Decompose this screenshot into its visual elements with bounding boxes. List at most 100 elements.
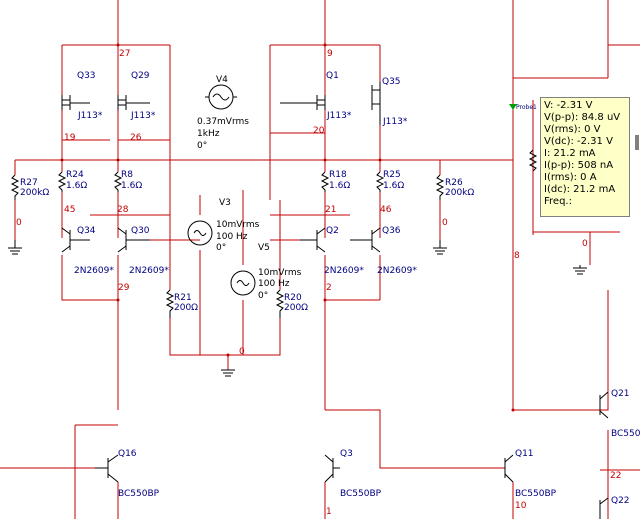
source-v3-symbol: [187, 220, 213, 246]
r18-value: 1.6Ω: [329, 181, 350, 191]
q3-ref: Q3: [340, 449, 353, 459]
bjt-q36-symbol: [350, 227, 381, 253]
q30-model: 2N2609*: [129, 266, 169, 276]
resistor-r20-symbol: [275, 289, 285, 318]
probe-line-vpp: V(p-p): 84.8 uV: [544, 112, 621, 123]
resistor-r26-symbol: [435, 174, 445, 200]
resistor-r27-symbol: [10, 174, 20, 200]
net-27: 27: [119, 49, 130, 59]
q1-ref: Q1: [326, 71, 339, 81]
components: [8, 82, 639, 519]
v5-freq: 100 Hz: [258, 279, 290, 289]
net-46: 46: [380, 205, 392, 215]
r25-ref: R25: [383, 170, 401, 180]
r8-ref: R8: [121, 170, 133, 180]
resistor-probe-symbol: [528, 149, 538, 172]
v5-ref: V5: [258, 243, 270, 253]
q1-model: J113*: [326, 111, 352, 121]
probe-readout-panel[interactable]: V: -2.31 V V(p-p): 84.8 uV V(rms): 0 V V…: [540, 97, 630, 217]
bjt-q2-symbol: [300, 227, 326, 253]
r27-value: 200kΩ: [20, 188, 49, 198]
q34-model: 2N2609*: [74, 266, 114, 276]
q3-model: BC550BP: [340, 489, 382, 499]
v5-phase: 0°: [258, 291, 268, 301]
probe-line-freq: Freq.:: [544, 196, 572, 207]
resistor-r8-symbol: [113, 171, 123, 192]
q16-ref: Q16: [118, 449, 137, 459]
net-8: 8: [514, 251, 520, 261]
net-0-left: 0: [16, 218, 22, 228]
bjt-q30-symbol: [117, 227, 150, 253]
resistor-r21-symbol: [165, 289, 175, 318]
resistor-r25-symbol: [375, 171, 385, 192]
jfet-q29-symbol: [117, 95, 150, 110]
jfet-q1-symbol: [280, 95, 326, 110]
net-0-mid: 0: [239, 347, 245, 357]
r18-ref: R18: [329, 170, 347, 180]
q36-model: 2N2609*: [377, 266, 417, 276]
r26-ref: R26: [445, 178, 463, 188]
q21-ref: Q21: [611, 389, 630, 399]
r21-value: 200Ω: [174, 303, 198, 313]
q36-ref: Q36: [382, 226, 401, 236]
q29-model: J113*: [130, 111, 156, 121]
jfet-q35-symbol: [371, 82, 381, 125]
v4-freq: 1kHz: [197, 129, 220, 139]
q35-ref: Q35: [382, 77, 401, 87]
bjt-q16-symbol: [95, 454, 119, 483]
q29-ref: Q29: [131, 71, 150, 81]
q22-ref: Q22: [611, 496, 630, 506]
net-45: 45: [64, 205, 75, 215]
ground-left-symbol: [8, 240, 22, 255]
probe-line-idc: I(dc): 21.2 mA: [544, 184, 616, 195]
bjt-q21-symbol: [599, 391, 609, 419]
resistor-r24-symbol: [57, 171, 67, 192]
r26-value: 200kΩ: [445, 188, 474, 198]
r21-ref: R21: [174, 293, 192, 303]
r24-ref: R24: [66, 170, 84, 180]
v3-ref: V3: [219, 198, 231, 208]
net-28: 28: [117, 205, 129, 215]
net-29: 29: [118, 283, 130, 293]
r27-ref: R27: [20, 178, 38, 188]
source-v5-symbol: [230, 270, 256, 296]
bjt-q11-symbol: [504, 454, 514, 483]
net-9: 9: [327, 49, 333, 59]
net-22: 22: [610, 471, 621, 481]
q2-model: 2N2609*: [324, 266, 364, 276]
bjt-q34-symbol: [61, 227, 90, 253]
net-labels: 27 9 19 26 20 45 28 21 46 29 2 0 0 0 0 8…: [16, 49, 621, 517]
component-labels: Q33 J113* Q29 J113* Q1 J113* Q35 J113* Q…: [20, 71, 640, 506]
q11-ref: Q11: [515, 449, 534, 459]
junctions: [60, 43, 515, 412]
probe-marker-icon[interactable]: [509, 104, 517, 110]
probe-line-vdc: V(dc): -2.31 V: [544, 136, 613, 147]
r20-value: 200Ω: [284, 303, 308, 313]
q11-model: BC550BP: [515, 489, 557, 499]
net-20: 20: [313, 126, 325, 136]
probe-line-ipp: I(p-p): 508 nA: [544, 160, 614, 171]
probe-line-current: I: 21.2 mA: [544, 148, 596, 159]
net-1: 1: [326, 507, 332, 517]
probe-line-vrms: V(rms): 0 V: [544, 124, 601, 135]
ground-mid-symbol: [221, 369, 235, 377]
q35-model: J113*: [382, 117, 408, 127]
net-26: 26: [130, 133, 142, 143]
net-0-probe: 0: [582, 239, 588, 249]
bjt-q22-symbol: [599, 497, 609, 519]
v4-phase: 0°: [197, 141, 207, 151]
net-2: 2: [326, 283, 332, 293]
net-10: 10: [515, 501, 527, 511]
r24-value: 1.6Ω: [66, 181, 87, 191]
v4-amplitude: 0.37mVrms: [197, 117, 249, 127]
q33-ref: Q33: [77, 71, 96, 81]
v4-ref: V4: [216, 75, 228, 85]
q16-model: BC550BP: [118, 489, 160, 499]
net-0-r26: 0: [442, 218, 448, 228]
net-21: 21: [325, 205, 336, 215]
probe-label[interactable]: Probe1: [516, 104, 537, 111]
q30-ref: Q30: [131, 226, 150, 236]
probe-line-irms: I(rms): 0 A: [544, 172, 597, 183]
